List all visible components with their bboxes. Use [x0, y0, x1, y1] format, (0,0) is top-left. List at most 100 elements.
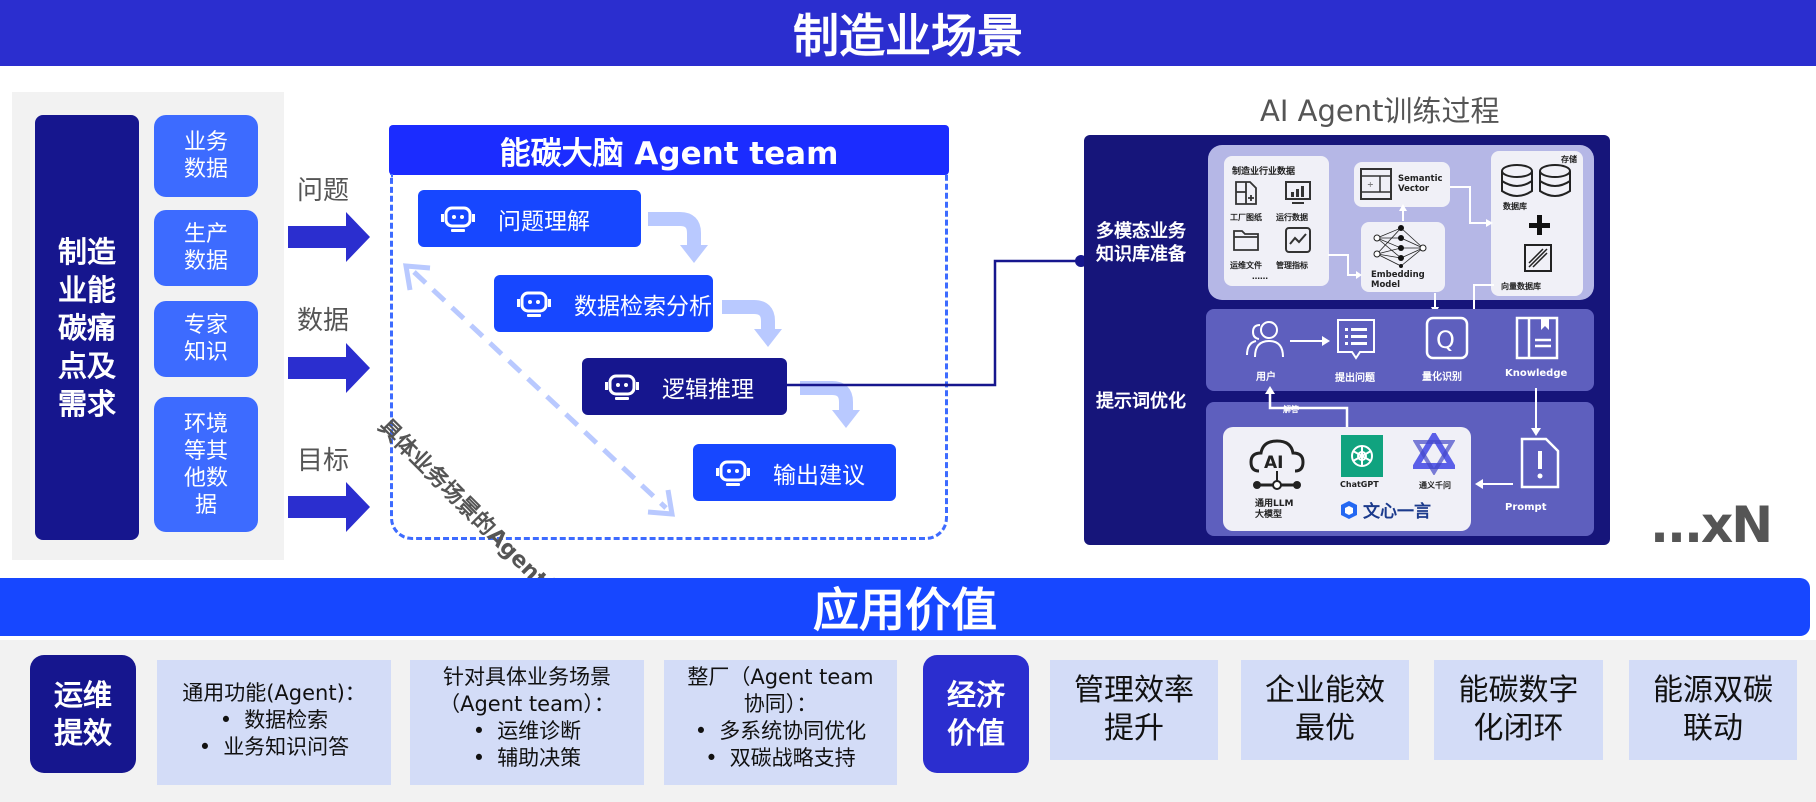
robot-icon	[440, 205, 476, 233]
arrow-down-icon	[1531, 388, 1541, 436]
svg-text:÷: ÷	[1367, 180, 1374, 189]
stage-prompt-optimization: 提示词优化	[1096, 391, 1186, 412]
folder-icon	[1233, 230, 1259, 251]
model-chatgpt: ChatGPT	[1340, 480, 1379, 489]
robot-icon	[516, 290, 552, 318]
semantic-vector-card: ÷ Semantic Vector	[1354, 162, 1450, 207]
industry-item: 管理指标	[1276, 261, 1308, 270]
semantic-vector-icon: ÷	[1360, 168, 1392, 200]
agent-team-header: 能碳大脑 Agent team	[389, 125, 949, 175]
arrow-right-icon	[288, 482, 370, 532]
wenxin-logo-icon	[1341, 500, 1357, 519]
agent-team-container	[390, 174, 948, 540]
agent-label: 输出建议	[773, 462, 865, 489]
llm-card: AI 通用LLM大模型 ChatGPT 通义千问 文心一言	[1223, 427, 1471, 531]
answer-arrow	[1265, 386, 1349, 430]
data-source-pill: 业务数据	[154, 115, 258, 197]
connector-line	[785, 255, 1087, 387]
agent-output-suggestion: 输出建议	[693, 444, 896, 501]
wenxin-logo: 文心一言	[1339, 497, 1431, 522]
model-tongyi: 通义千问	[1419, 481, 1451, 490]
value-bullet: 运维诊断	[424, 718, 630, 745]
industry-more: ……	[1252, 272, 1268, 281]
industry-item: 运维文件	[1230, 261, 1262, 270]
data-source-pill: 环境等其他数据	[154, 397, 258, 532]
robot-icon	[604, 373, 640, 401]
neural-network-icon	[1373, 225, 1427, 268]
econ-card: 企业能效最优	[1241, 660, 1409, 760]
value-banner-title: 应用价值	[813, 583, 997, 637]
llm-label: 通用LLM大模型	[1255, 499, 1294, 520]
answer-label: 解答	[1283, 405, 1299, 414]
agent-label: 问题理解	[498, 208, 590, 235]
econ-card: 管理效率提升	[1050, 660, 1218, 760]
flow-arrow	[722, 300, 775, 331]
bar-chart-monitor-icon	[1285, 181, 1311, 204]
flow-label-knowledge: Knowledge	[1505, 368, 1568, 379]
agent-label: 数据检索分析	[574, 293, 712, 320]
ai-cloud-icon: AI	[1249, 439, 1305, 490]
value-card-title: 针对具体业务场景（Agent team）：	[439, 665, 615, 716]
value-bullet: 数据检索	[157, 707, 391, 734]
embedding-model-label: Embedding Model	[1371, 270, 1425, 290]
database-icon	[1501, 164, 1571, 197]
agent-logic-reasoning: 逻辑推理	[582, 358, 787, 415]
econ-card: 能碳数字化闭环	[1434, 660, 1603, 760]
agent-label: 逻辑推理	[662, 376, 754, 403]
svg-text:Q: Q	[1436, 326, 1455, 354]
training-title: AI Agent训练过程	[1260, 94, 1500, 128]
value-card-title: 通用功能(Agent)：	[182, 681, 366, 705]
multiplier-label: ...xN	[1650, 496, 1773, 554]
top-banner-title: 制造业场景	[793, 9, 1023, 63]
input-label-goal: 目标	[297, 446, 350, 476]
storage-card: 存储 数据库 向量数据库	[1491, 151, 1583, 296]
svg-text:AI: AI	[1264, 453, 1283, 473]
value-card: 针对具体业务场景（Agent team）： 运维诊断 辅助决策	[410, 660, 644, 785]
trend-chart-icon	[1285, 227, 1311, 253]
input-label-data: 数据	[297, 306, 350, 336]
flow-label-user: 用户	[1256, 372, 1276, 383]
value-bullet: 业务知识问答	[157, 734, 391, 761]
model-wenxin: 文心一言	[1363, 502, 1431, 522]
knowledge-book-icon	[1515, 316, 1559, 360]
robot-icon	[715, 459, 751, 487]
tongyi-logo-icon	[1413, 433, 1455, 475]
ops-efficiency-badge: 运维提效	[30, 655, 136, 773]
prompt-doc-icon	[1520, 437, 1560, 489]
flow-arrows	[648, 212, 860, 428]
flow-label-ask: 提出问题	[1335, 373, 1375, 384]
agent-data-retrieval: 数据检索分析	[494, 275, 713, 332]
econ-card: 能源双碳联动	[1629, 660, 1797, 760]
multiplier-text: ...xN	[1650, 496, 1773, 554]
blueprint-icon	[1235, 181, 1257, 205]
arrow-right-icon	[288, 343, 370, 393]
prompt-label: Prompt	[1505, 502, 1547, 513]
industry-item: 运行数据	[1276, 213, 1308, 222]
flow-arrow	[800, 381, 853, 412]
plus-icon	[1529, 215, 1550, 235]
economic-value-badge: 经济价值	[923, 655, 1029, 773]
value-bullet: 多系统协同优化	[682, 718, 879, 745]
users-icon	[1246, 321, 1284, 358]
kb-flow-arrows	[1328, 186, 1494, 325]
storage-title: 存储	[1561, 155, 1577, 164]
semantic-vector-label: Semantic Vector	[1398, 174, 1443, 194]
embedding-model-card: Embedding Model	[1361, 222, 1445, 292]
bidirectional-dashed-arrow	[403, 263, 675, 517]
value-card: 通用功能(Agent)： 数据检索 业务知识问答	[157, 660, 391, 785]
industry-data-title: 制造业行业数据	[1232, 167, 1296, 177]
chatgpt-logo-icon	[1341, 435, 1383, 477]
value-card: 整厂（Agent team协同）： 多系统协同优化 双碳战略支持	[664, 660, 897, 785]
value-bullet: 双碳战略支持	[682, 745, 879, 772]
stage-knowledge-base: 多模态业务知识库准备	[1096, 221, 1186, 265]
question-list-icon	[1337, 319, 1375, 360]
quantify-identify-icon: Q	[1425, 316, 1469, 360]
agent-question-understanding: 问题理解	[418, 190, 641, 247]
input-label-question: 问题	[297, 176, 350, 206]
flow-arrow	[648, 212, 701, 247]
value-card-title: 整厂（Agent team协同）：	[687, 665, 874, 716]
data-source-pill: 生产数据	[154, 210, 258, 286]
vector-database-icon	[1524, 244, 1552, 272]
flow-label-quantify: 量化识别	[1422, 372, 1462, 383]
industry-data-card: 制造业行业数据 工厂图纸 运行数据 运维文件 管理指标 ……	[1224, 156, 1329, 286]
